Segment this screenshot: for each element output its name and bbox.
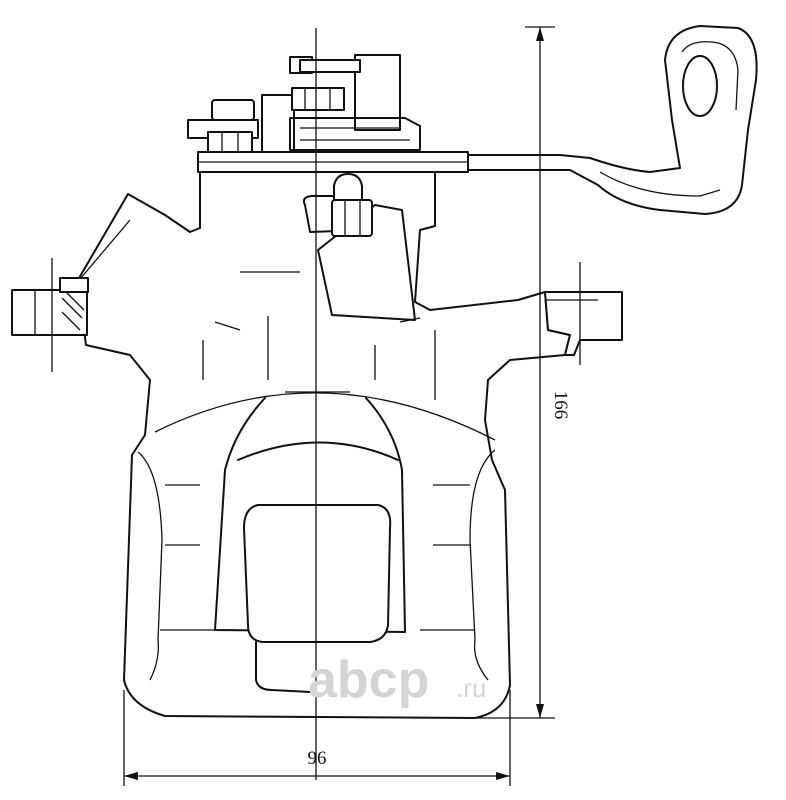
watermark-suffix: .ru [456, 673, 486, 703]
lever-hole [682, 55, 718, 117]
width-dimension-label: 96 [308, 748, 327, 769]
side-nut [207, 131, 253, 155]
width-dimension: 96 [123, 690, 511, 786]
bleed-screw [302, 173, 416, 321]
top-bracket [187, 54, 469, 176]
center-lines [51, 28, 581, 780]
right-mount-ear [544, 291, 623, 356]
left-mount-bolt [11, 289, 88, 336]
height-dimension: 166 [470, 26, 571, 719]
height-dimension-label: 166 [550, 391, 571, 420]
lever-arm [459, 25, 758, 215]
watermark: abcp .ru [308, 651, 486, 709]
caliper-window [214, 397, 406, 693]
construction-lines [160, 271, 475, 631]
bracket-nut [291, 87, 345, 111]
left-mount-ear [11, 277, 89, 336]
piston-window [243, 504, 392, 643]
watermark-brand: abcp [308, 651, 429, 709]
